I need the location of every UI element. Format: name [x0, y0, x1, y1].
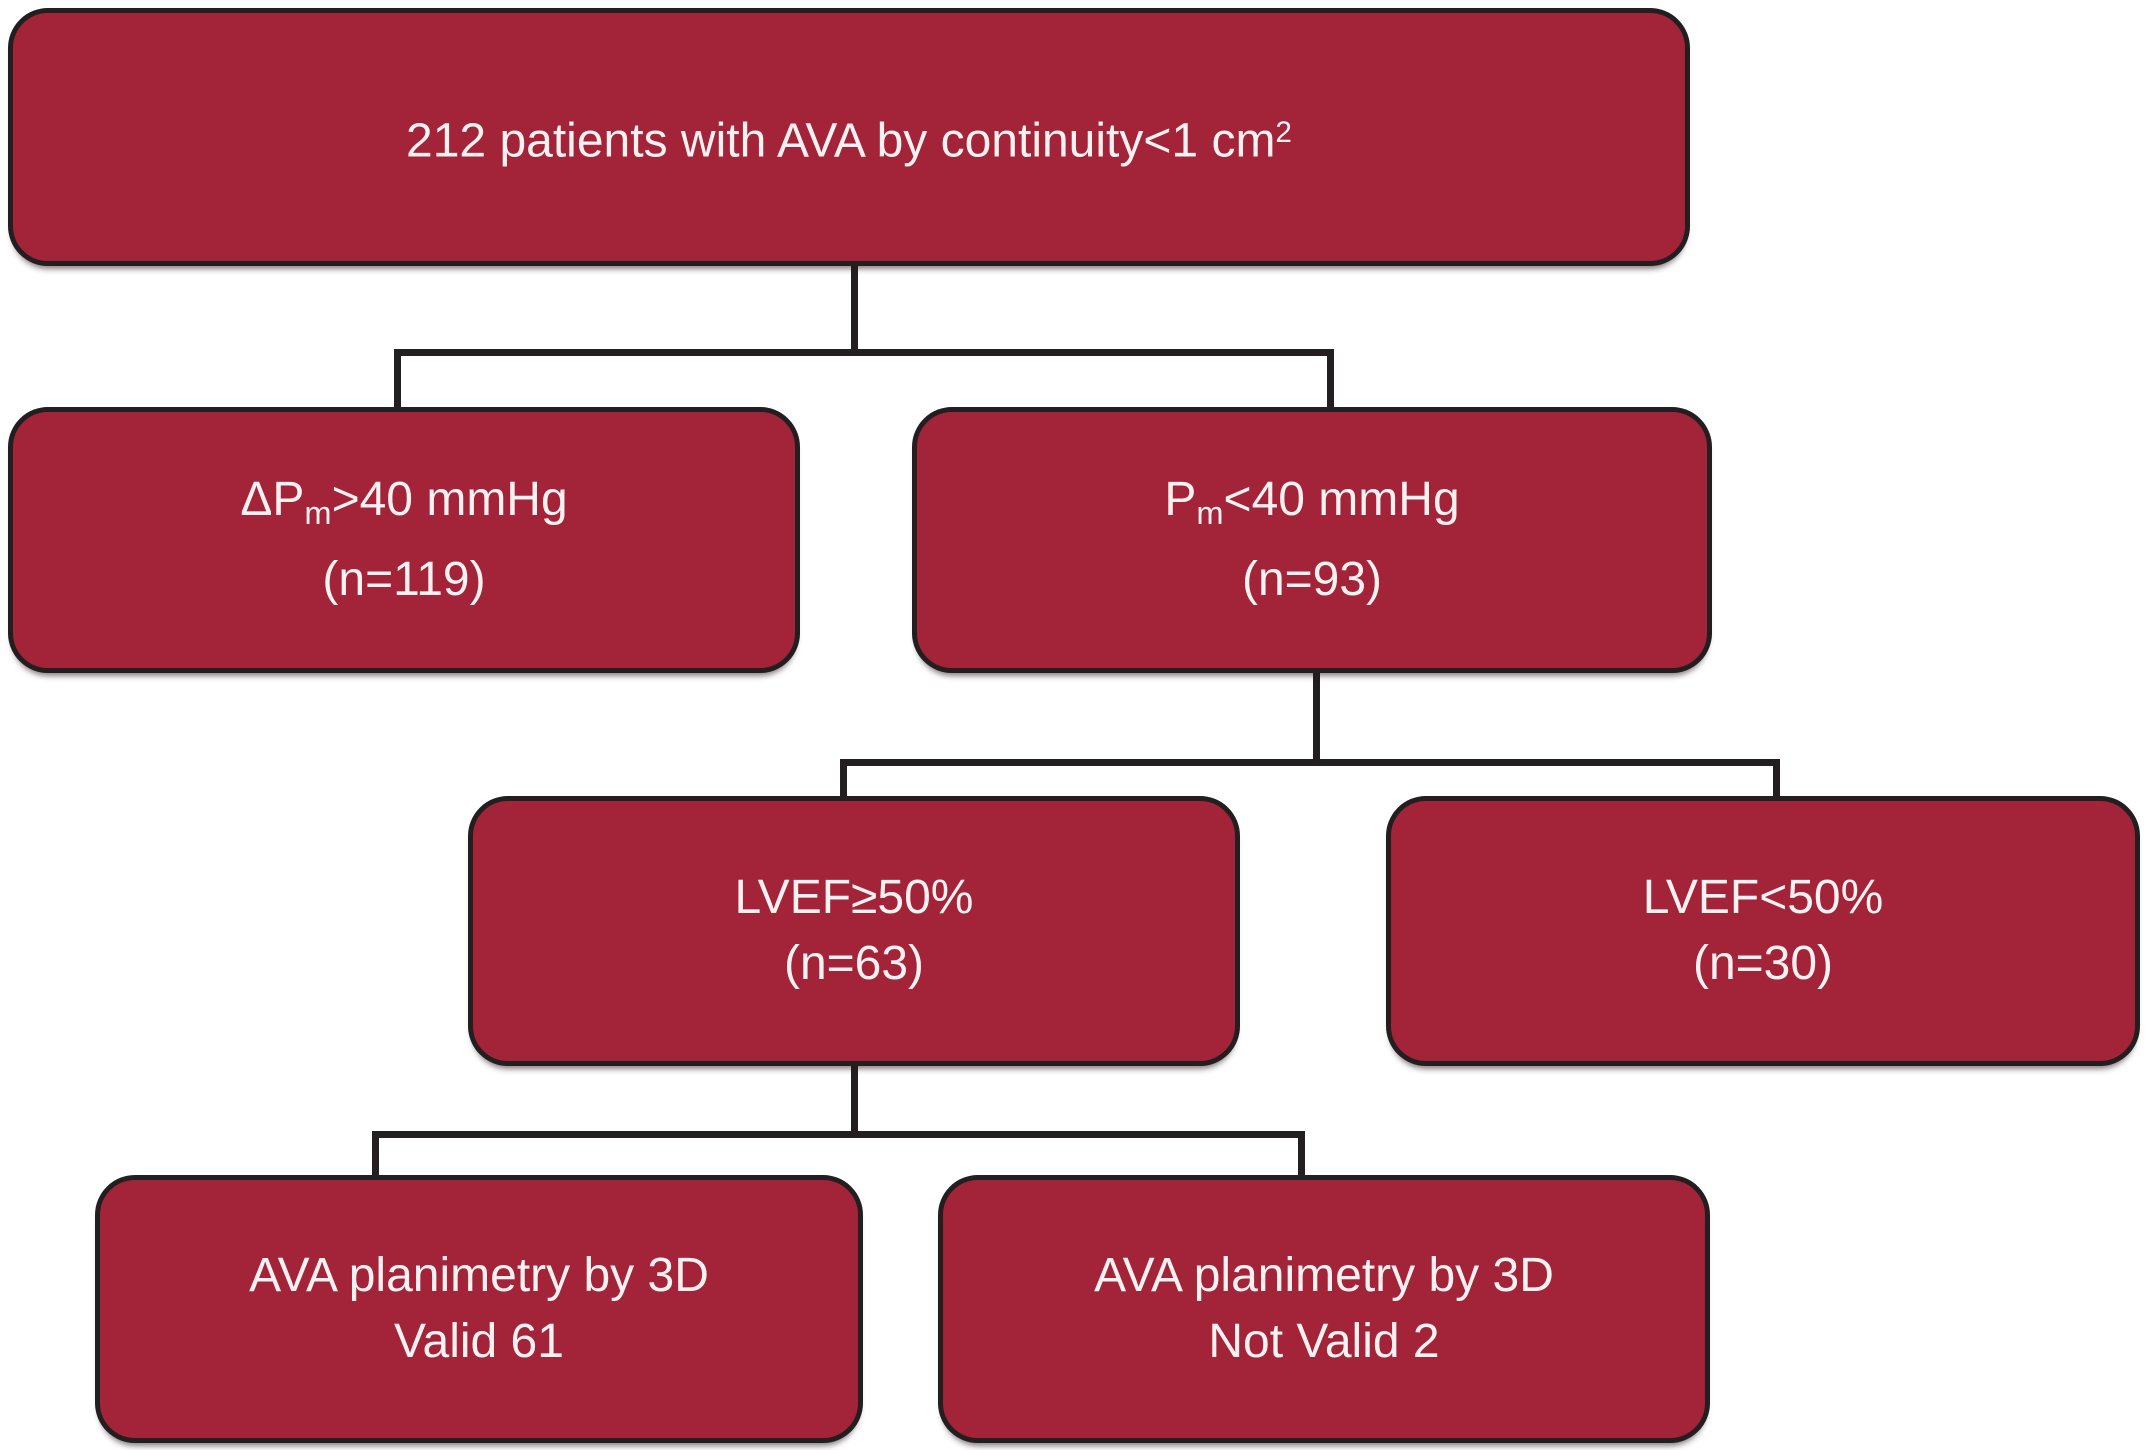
flow-node-delta-pm-high: ΔPm>40 mmHg (n=119) [8, 407, 800, 673]
flow-node-root: 212 patients with AVA by continuity<1 cm… [8, 8, 1690, 266]
flow-node-pm-low: Pm<40 mmHg (n=93) [912, 407, 1712, 673]
flow-node-planimetry-not-valid: AVA planimetry by 3D Not Valid 2 [938, 1175, 1710, 1443]
pm-low-label: Pm<40 mmHg [1164, 467, 1459, 546]
planimetry-valid-label: AVA planimetry by 3D [249, 1249, 709, 1302]
connector-lvef-preserved-stem [851, 1064, 858, 1136]
pm-low-count: (n=93) [1241, 552, 1383, 606]
pm-low-post: <40 mmHg [1223, 473, 1460, 527]
connector-drop-pm-low [1327, 349, 1334, 409]
connector-level4-crossbar [372, 1131, 1305, 1138]
connector-drop-not-valid [1298, 1131, 1305, 1177]
lvef-reduced-label: LVEF<50% [1642, 871, 1884, 924]
flow-node-lvef-reduced: LVEF<50% (n=30) [1386, 796, 2140, 1066]
connector-pm-low-stem [1313, 672, 1320, 764]
connector-drop-lvef-reduced [1773, 759, 1780, 799]
root-label: 212 patients with AVA by continuity<1 cm… [406, 100, 1292, 174]
lvef-preserved-count: (n=63) [783, 937, 925, 990]
subscript-m: m [1196, 494, 1224, 532]
lvef-reduced-count: (n=30) [1692, 937, 1834, 990]
subscript-m: m [304, 494, 332, 532]
connector-drop-delta-pm [394, 349, 401, 411]
connector-drop-lvef-preserved [840, 759, 847, 799]
lvef-preserved-label: LVEF≥50% [734, 871, 974, 924]
delta-pm-label: ΔPm>40 mmHg [240, 467, 567, 546]
delta-pm-pre: ΔP [240, 473, 305, 527]
pm-low-pre: P [1164, 473, 1197, 527]
flow-node-planimetry-valid: AVA planimetry by 3D Valid 61 [95, 1175, 863, 1443]
root-label-text: 212 patients with AVA by continuity<1 cm [406, 114, 1276, 168]
planimetry-valid-result: Valid 61 [394, 1315, 564, 1368]
connector-level2-crossbar [394, 349, 1334, 356]
planimetry-not-valid-result: Not Valid 2 [1208, 1315, 1440, 1368]
connector-root-stem [851, 264, 858, 352]
connector-drop-valid [372, 1131, 379, 1177]
superscript-2: 2 [1275, 115, 1292, 149]
delta-pm-post: >40 mmHg [331, 473, 568, 527]
connector-level3-crossbar [840, 759, 1780, 766]
delta-pm-count: (n=119) [322, 552, 486, 606]
flow-node-lvef-preserved: LVEF≥50% (n=63) [468, 796, 1240, 1066]
planimetry-not-valid-label: AVA planimetry by 3D [1094, 1249, 1554, 1302]
